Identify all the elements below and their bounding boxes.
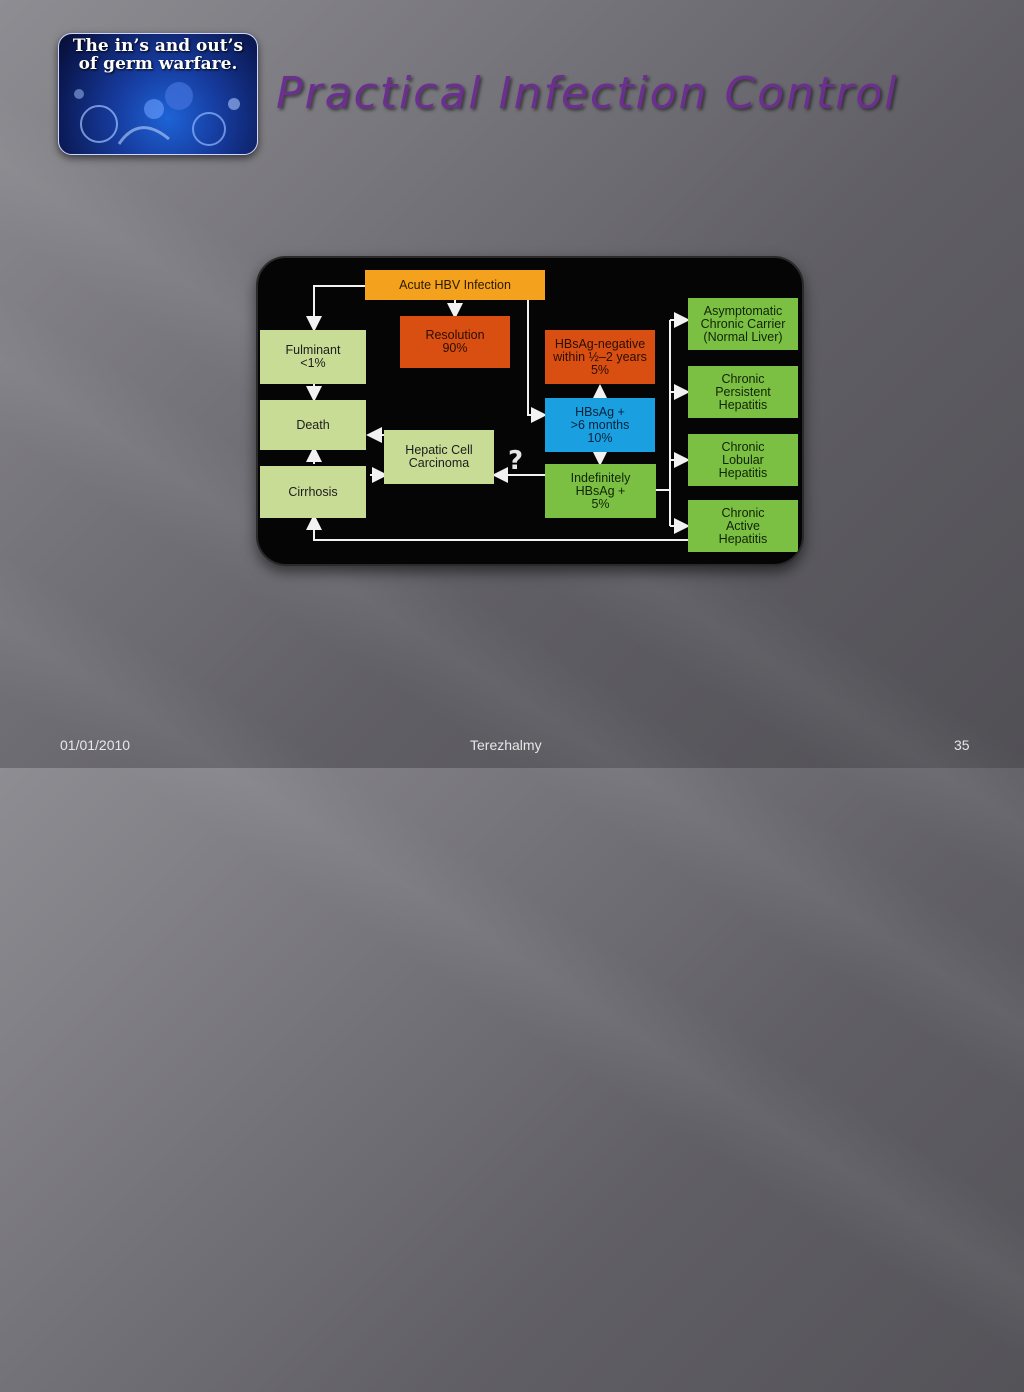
node-cirrhosis: Cirrhosis (260, 466, 366, 518)
node-hepatic-cell-carcinoma: Hepatic Cell Carcinoma (384, 430, 494, 484)
germ-illustration (74, 82, 240, 146)
node-indefinitely-hbsag-positive: Indefinitely HBsAg + 5% (545, 464, 656, 518)
node-hbsag-negative: HBsAg-negative within ½–2 years 5% (545, 330, 655, 384)
question-mark: ? (508, 446, 524, 476)
footer-date: 01/01/2010 (60, 737, 131, 753)
node-asymptomatic-chronic-carrier: Asymptomatic Chronic Carrier (Normal Liv… (688, 298, 798, 350)
node-hbsag-positive: HBsAg + >6 months 10% (545, 398, 655, 452)
flow-arrows (306, 285, 690, 541)
hbv-flowchart: Acute HBV Infection Resolution 90% HBsAg… (256, 256, 804, 566)
footer-author: Terezhalmy (470, 737, 542, 753)
logo: The in’s and out’s of germ warfare. (58, 33, 258, 155)
node-acute-hbv-infection: Acute HBV Infection (365, 270, 545, 300)
logo-text-line-1: The in’s and out’s (72, 36, 244, 56)
slide-number: 35 (954, 737, 970, 753)
logo-text-line-2: of germ warfare. (78, 54, 238, 74)
node-chronic-active-hepatitis: Chronic Active Hepatitis (688, 500, 798, 552)
node-resolution: Resolution 90% (400, 316, 510, 368)
slide-title: Practical Infection Control (276, 68, 899, 119)
node-chronic-lobular-hepatitis: Chronic Lobular Hepatitis (688, 434, 798, 486)
node-fulminant: Fulminant <1% (260, 330, 366, 384)
node-chronic-persistent-hepatitis: Chronic Persistent Hepatitis (688, 366, 798, 418)
node-death: Death (260, 400, 366, 450)
